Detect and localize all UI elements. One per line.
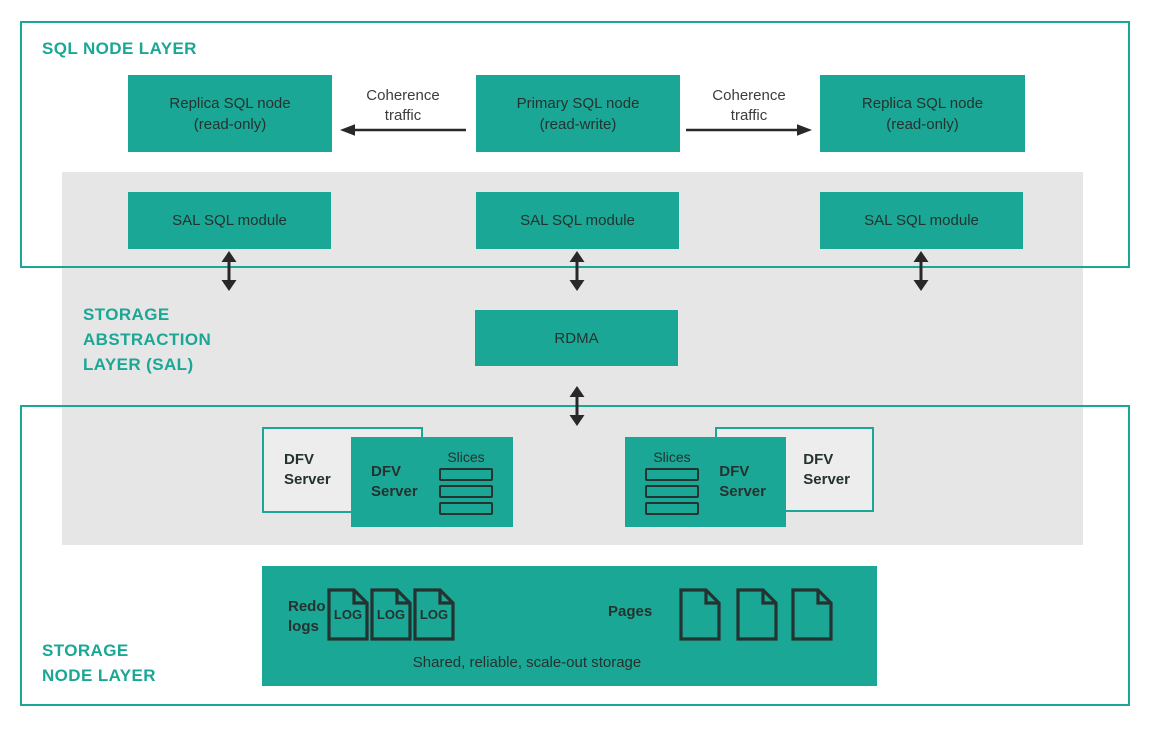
- storage-node-layer-frame: [20, 405, 1130, 706]
- storage-title-line: NODE LAYER: [42, 666, 156, 685]
- slice-bar-icon: [645, 468, 699, 481]
- sal-sql-module-center-box: SAL SQL module: [476, 192, 679, 249]
- page-document-icon: [790, 587, 834, 642]
- coherence-traffic-right-label: Coherence traffic: [686, 86, 812, 126]
- redo-logs-label: Redo logs: [288, 597, 326, 637]
- log-document-icon: LOG: [412, 587, 456, 642]
- log-label: LOG: [419, 607, 449, 622]
- replica-sql-node-left-box: Replica SQL node (read-only): [128, 75, 332, 152]
- coherence-right-line: Coherence: [712, 87, 786, 104]
- shared-storage-box: Redo logs LOG LOG LOG Pages: [262, 566, 877, 686]
- log-document-icon: LOG: [326, 587, 370, 642]
- sal-sql-module-left-box: SAL SQL module: [128, 192, 331, 249]
- coherence-left-line: traffic: [384, 107, 422, 124]
- slice-bar-icon: [645, 485, 699, 498]
- coherence-arrow-left-icon: [340, 124, 466, 136]
- sql-node-layer-title: SQL NODE LAYER: [42, 36, 197, 61]
- sql-node-layer-title-text: SQL NODE LAYER: [42, 39, 197, 58]
- dfv-outlined-right-label: DFV: [803, 450, 834, 468]
- sal-module-right-label: SAL SQL module: [864, 212, 979, 229]
- primary-label: Primary SQL node: [516, 94, 640, 112]
- coherence-arrow-right-icon: [686, 124, 812, 136]
- log-label: LOG: [333, 607, 363, 622]
- sal-module-left-label: SAL SQL module: [172, 212, 287, 229]
- slice-bar-icon: [439, 485, 493, 498]
- dfv-teal-right-label: Server: [719, 483, 766, 500]
- dfv-outlined-left-label: DFV: [284, 451, 314, 468]
- pages-label: Pages: [608, 603, 653, 620]
- double-arrow-icon: [913, 251, 929, 291]
- dfv-server-teal-left-box: DFV Server Slices: [351, 437, 513, 527]
- rdma-box: RDMA: [475, 310, 678, 366]
- slice-bar-icon: [645, 502, 699, 515]
- sql-node-layer-frame: [20, 21, 1130, 268]
- rdma-label: RDMA: [554, 329, 599, 347]
- primary-sql-node-box: Primary SQL node (read-write): [476, 75, 680, 152]
- redo-logs-line: Redo: [288, 598, 326, 615]
- primary-sublabel: (read-write): [539, 115, 617, 133]
- storage-title-line: STORAGE: [42, 641, 129, 660]
- storage-caption: Shared, reliable, scale-out storage: [412, 654, 642, 671]
- slice-bar-icon: [439, 468, 493, 481]
- dfv-outlined-left-label: Server: [284, 471, 331, 488]
- page-document-icon: [735, 587, 779, 642]
- dfv-server-teal-right-box: Slices DFV Server: [625, 437, 786, 527]
- replica-right-sublabel: (read-only): [886, 115, 959, 133]
- slices-stack: Slices: [645, 449, 699, 515]
- sal-title-line: STORAGE: [83, 305, 170, 324]
- log-label: LOG: [376, 607, 406, 622]
- replica-right-label: Replica SQL node: [861, 94, 984, 112]
- coherence-right-line: traffic: [730, 107, 768, 124]
- replica-left-sublabel: (read-only): [193, 115, 267, 133]
- dfv-teal-right-label: DFV: [719, 463, 750, 480]
- sal-layer-title: STORAGE ABSTRACTION LAYER (SAL): [83, 302, 211, 377]
- dfv-teal-left-label: Server: [371, 483, 418, 500]
- storage-node-layer-title: STORAGE NODE LAYER: [42, 638, 156, 688]
- slices-label: Slices: [653, 449, 691, 465]
- double-arrow-icon: [221, 251, 237, 291]
- log-document-icon: LOG: [369, 587, 413, 642]
- coherence-traffic-left-label: Coherence traffic: [340, 86, 466, 126]
- dfv-teal-left-label: DFV: [371, 463, 401, 480]
- sal-sql-module-right-box: SAL SQL module: [820, 192, 1023, 249]
- redo-logs-line: logs: [288, 618, 319, 635]
- slice-bar-icon: [439, 502, 493, 515]
- replica-sql-node-right-box: Replica SQL node (read-only): [820, 75, 1025, 152]
- dfv-outlined-right-label: Server: [803, 470, 850, 488]
- slices-label: Slices: [447, 449, 485, 465]
- sal-module-center-label: SAL SQL module: [520, 212, 635, 229]
- sal-title-line: LAYER (SAL): [83, 355, 194, 374]
- slices-stack: Slices: [439, 449, 493, 515]
- coherence-left-line: Coherence: [366, 87, 440, 104]
- double-arrow-icon: [569, 386, 585, 426]
- double-arrow-icon: [569, 251, 585, 291]
- page-document-icon: [678, 587, 722, 642]
- replica-left-label: Replica SQL node: [169, 94, 291, 112]
- sal-title-line: ABSTRACTION: [83, 330, 212, 349]
